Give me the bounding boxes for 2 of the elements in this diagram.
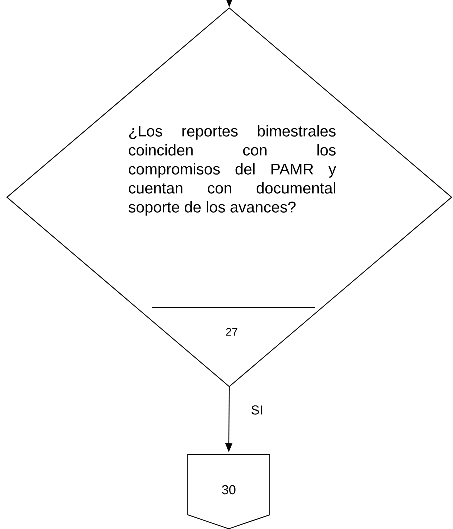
edge-label: SI bbox=[252, 406, 262, 415]
off-page-connector: 30 bbox=[188, 454, 270, 529]
